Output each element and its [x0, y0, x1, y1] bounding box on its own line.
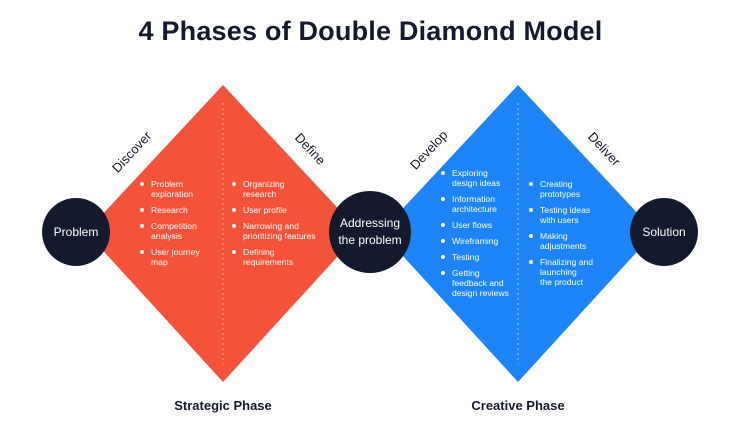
discover-item-line: Research: [151, 205, 188, 215]
problem-label: Problem: [54, 225, 99, 239]
deliver-item-line: Testing ideas: [540, 205, 591, 215]
define-item-line: Defining: [243, 247, 275, 257]
deliver-item-line: Making: [540, 231, 568, 241]
deliver-item-line: launching: [540, 267, 577, 277]
addressing-label-line2: the problem: [338, 233, 401, 247]
deliver-item-line: with users: [540, 215, 579, 225]
develop-item-line: Exploring: [452, 168, 488, 178]
addressing-node: [329, 191, 411, 273]
page-title: 4 Phases of Double Diamond Model: [138, 16, 603, 46]
discover-item-line: User journey: [151, 247, 200, 257]
define-item-line: Narrowing and: [243, 221, 299, 231]
define-item-line: research: [243, 189, 277, 199]
deliver-item-line: Creating: [540, 179, 573, 189]
discover-item-line: map: [151, 257, 168, 267]
problem-node: [42, 198, 110, 266]
define-item-line: requirements: [243, 257, 294, 267]
deliver-item-line: the product: [540, 277, 583, 287]
develop-item-line: Testing: [452, 252, 480, 262]
develop-item-line: design ideas: [452, 178, 501, 188]
define-item: User profile: [232, 205, 352, 215]
define-item-line: prioritizing features: [243, 231, 316, 241]
develop-item-line: Wireframing: [452, 236, 499, 246]
discover-item-line: Problem: [151, 179, 183, 189]
define-label: Define: [292, 130, 329, 168]
develop-item-line: Getting: [452, 268, 480, 278]
deliver-item-line: prototypes: [540, 189, 581, 199]
develop-item: Testing: [441, 252, 517, 262]
develop-item-line: design reviews: [452, 288, 509, 298]
define-item-line: User profile: [243, 205, 287, 215]
develop-item-line: feedback and: [452, 278, 504, 288]
discover-item-line: analysis: [151, 231, 183, 241]
define-item-line: Organizing: [243, 179, 285, 189]
creative-phase-label: Creative Phase: [471, 398, 565, 413]
develop-item-line: architecture: [452, 204, 497, 214]
addressing-label-line1: Addressing: [340, 216, 400, 230]
solution-label: Solution: [642, 225, 685, 239]
develop-item-line: User flows: [452, 220, 493, 230]
discover-item: Research: [140, 205, 218, 215]
solution-node: [630, 198, 698, 266]
develop-item: Wireframing: [441, 236, 517, 246]
discover-item-line: Competition: [151, 221, 197, 231]
discover-item-line: exploration: [151, 189, 194, 199]
develop-item: User flows: [441, 220, 517, 230]
strategic-phase-label: Strategic Phase: [174, 398, 272, 413]
deliver-item-line: Finalizing and: [540, 257, 594, 267]
deliver-item-line: adjustments: [540, 241, 587, 251]
develop-item-line: Information: [452, 194, 495, 204]
